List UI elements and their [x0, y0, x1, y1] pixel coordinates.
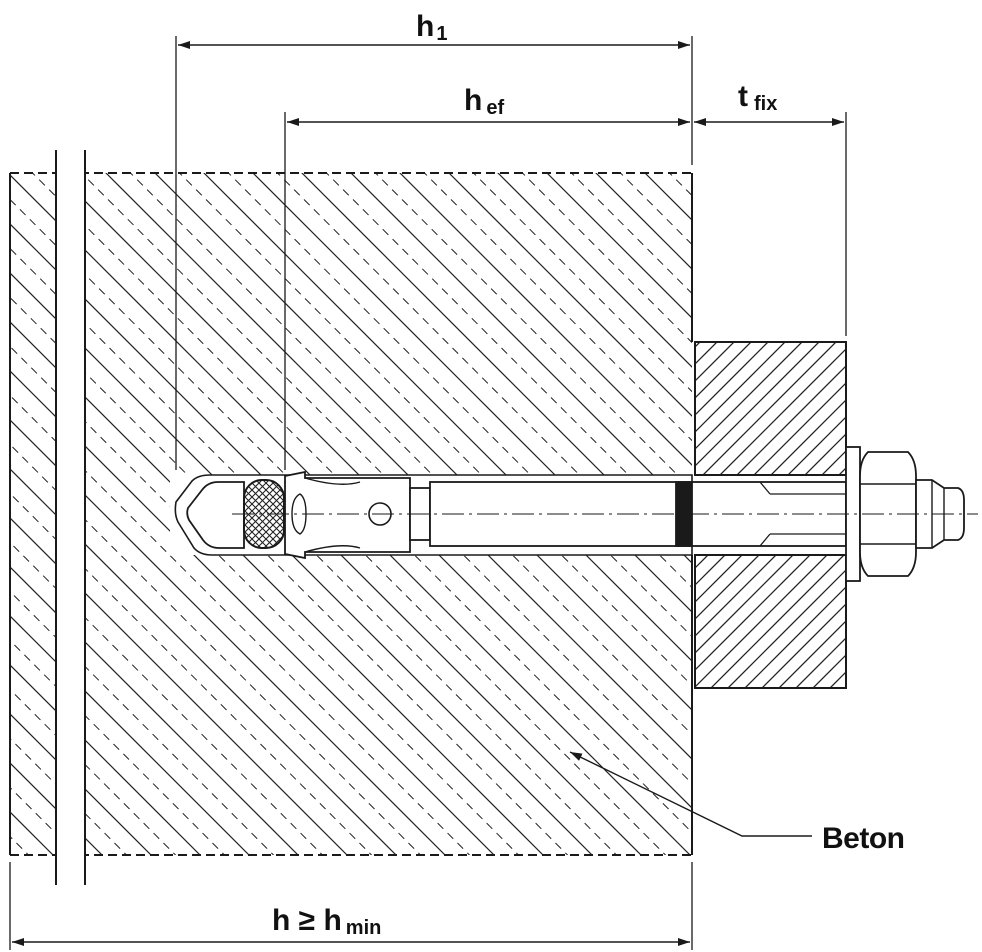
- fixture-hatch-line: [698, 342, 846, 688]
- fixture-hatch-line: [695, 342, 846, 688]
- concrete-hatch-dash-line: [10, 173, 25, 855]
- concrete-hatch-dash-line: [10, 173, 662, 855]
- fixture-hatch-line: [732, 342, 846, 688]
- concrete-hatch-line: [523, 173, 692, 855]
- anchor-cone: [186, 481, 245, 549]
- concrete-hatch-dash-line: [10, 173, 564, 855]
- fixture-hatch-line: [695, 342, 846, 688]
- label-beton: Beton: [822, 822, 905, 855]
- fixture-hatch-line: [695, 342, 811, 688]
- fixture-hatch-line: [766, 342, 846, 688]
- concrete-hatch-line: [474, 173, 692, 855]
- concrete-hatch-dash-line: [10, 173, 368, 855]
- concrete-hatch-dashed: [10, 173, 692, 855]
- fixture-hatch-line: [695, 342, 777, 688]
- beton-leader: [569, 751, 812, 837]
- concrete-hatch-line: [327, 173, 692, 855]
- fixture-hatch-line: [749, 342, 846, 688]
- concrete-hatch-dash-line: [10, 173, 172, 855]
- concrete-outline: [9, 172, 693, 856]
- concrete-hatch-line: [425, 173, 692, 855]
- fixture-hatch-line: [695, 342, 846, 688]
- fixture-hatch-line: [695, 342, 794, 688]
- extension-lines: [9, 36, 847, 950]
- break-lines: [55, 150, 86, 885]
- dimension-lines: [12, 41, 844, 946]
- fixture-hatch-line: [695, 342, 828, 688]
- expansion-sleeve: [284, 470, 411, 560]
- fixture-hatch-line: [695, 342, 846, 688]
- concrete-hatch-line: [10, 173, 344, 855]
- concrete-hatch-dash-line: [10, 173, 692, 855]
- concrete-hatch-line: [965, 150, 982, 900]
- concrete-hatch-dash-line: [10, 173, 221, 855]
- concrete-hatch-line: [376, 173, 692, 855]
- concrete-hatch-dash-line: [10, 173, 319, 855]
- concrete-hatch-dash-line: [10, 173, 692, 855]
- concrete-hatch-dash-line: [10, 173, 417, 855]
- fixture-hatch-line: [695, 342, 845, 688]
- fixture-hatch-line: [695, 342, 846, 688]
- concrete-hatch-line: [10, 173, 540, 855]
- concrete-hatch-dash-line: [58, 173, 692, 855]
- concrete-hatch-dash-line: [10, 173, 270, 855]
- concrete-hatch-line: [10, 173, 246, 855]
- hex-nut: [859, 451, 917, 577]
- fixture-hatch-line: [715, 342, 846, 688]
- concrete-hatch-dash-line: [10, 173, 515, 855]
- concrete-hatch-line: [10, 173, 295, 855]
- concrete-hatch-line: [10, 173, 148, 855]
- concrete-hatch-line: [10, 173, 491, 855]
- concrete-hatch-dash-line: [10, 173, 466, 855]
- fixture-hatch-line: [695, 342, 846, 688]
- concrete-hatch-dash-line: [10, 173, 613, 855]
- concrete-hatch-line: [10, 173, 393, 855]
